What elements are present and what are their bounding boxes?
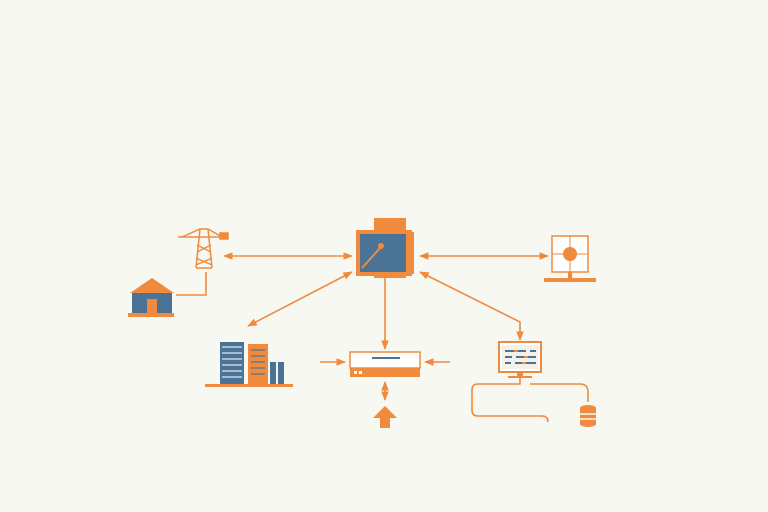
network-switch-icon[interactable] [349,351,421,377]
link-server-offices [247,271,353,327]
house-icon[interactable] [128,278,174,317]
upload-arrow-icon[interactable] [373,406,397,428]
link-server-workstation [419,271,524,341]
monitor-icon[interactable] [498,341,542,378]
central-server-icon[interactable] [356,218,414,278]
connections [176,252,589,423]
link-workstation-loop-left [471,377,549,423]
link-workstation-database [530,383,589,402]
database-icon[interactable] [580,405,596,427]
link-tower-house [176,272,207,296]
cell-tower-icon[interactable] [178,228,229,269]
target-display-icon[interactable] [544,235,596,282]
office-buildings-icon[interactable] [205,342,293,387]
